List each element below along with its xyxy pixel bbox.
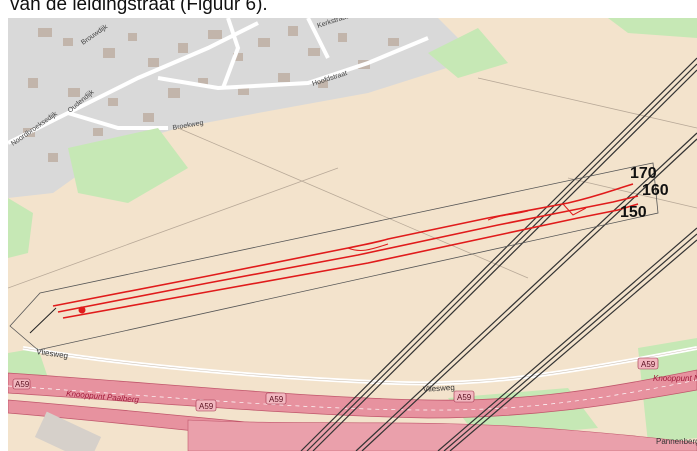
pipeline-routes xyxy=(52,183,639,319)
road-badge-a59-4 xyxy=(453,390,475,403)
contour-label-150: 150 xyxy=(620,204,647,221)
railway-lines xyxy=(300,57,697,451)
pipeline-start-line xyxy=(29,307,57,334)
interchange-label-2: Knooppunt N xyxy=(653,374,697,383)
road-badge-a59-4-label: A59 xyxy=(457,393,472,402)
pipeline-corridor-outline xyxy=(9,162,659,351)
road-label-vliesweg-2: Vliesweg xyxy=(423,383,456,394)
figure-caption: van de leidingstraat (Figuur 6). xyxy=(10,0,268,15)
road-badge-a59-3-label: A59 xyxy=(269,395,284,404)
road-badge-a59-3 xyxy=(265,392,287,405)
road-badge-a59-1 xyxy=(12,378,31,390)
contour-label-170: 170 xyxy=(630,165,657,182)
pipeline-route-170 xyxy=(52,183,634,307)
street-label-north-4: Kerkstraat xyxy=(316,18,349,30)
map-view[interactable]: Brouwdijk Oudendijk Noordbroeksedijk Ker… xyxy=(8,18,697,451)
road-badge-a59-5 xyxy=(637,357,659,370)
industrial-building xyxy=(34,411,102,451)
pipeline-route-160 xyxy=(57,195,639,313)
village-streets xyxy=(8,18,429,145)
road-badge-a59-1-label: A59 xyxy=(15,380,30,389)
road-badge-a59-2-label: A59 xyxy=(199,402,214,411)
contour-label-160: 160 xyxy=(642,182,669,199)
map-canvas: Brouwdijk Oudendijk Noordbroeksedijk Ker… xyxy=(8,18,697,451)
buildings xyxy=(23,26,399,162)
pipeline-start-marker[interactable] xyxy=(78,306,86,314)
road-badge-a59-5-label: A59 xyxy=(641,360,656,369)
pipeline-route-150 xyxy=(62,203,639,319)
road-badge-a59-2 xyxy=(195,399,217,412)
road-label-vliesweg: Vliesweg xyxy=(36,347,69,360)
place-label-pannenberg: Pannenberg xyxy=(656,437,697,446)
